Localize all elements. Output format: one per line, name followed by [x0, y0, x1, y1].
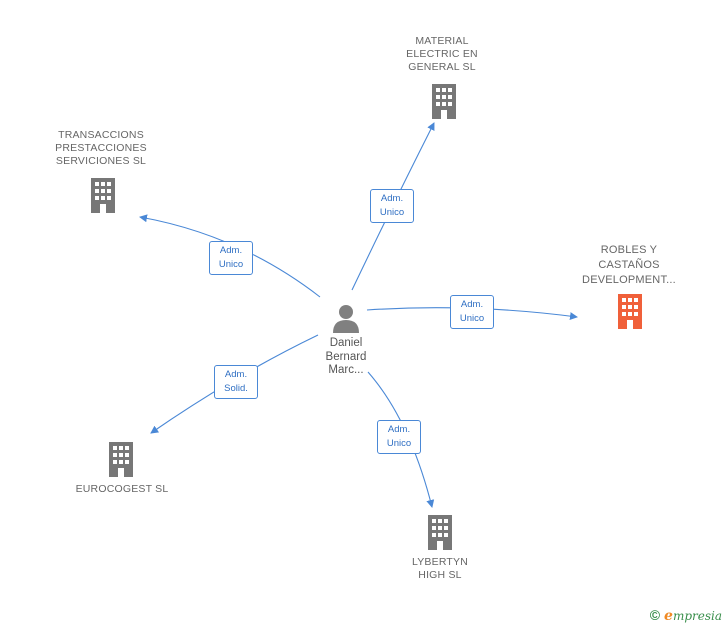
brand-logo-initial: e [664, 608, 673, 624]
role-badge-transaccions: Adm. Unico [209, 241, 253, 275]
footer-brand: ©empresia [650, 607, 722, 624]
company-name-robles[interactable]: ROBLES Y CASTAÑOS DEVELOPMENT... [582, 244, 676, 286]
building-icon[interactable] [429, 84, 459, 119]
company-name-transaccions[interactable]: TRANSACCIONS PRESTACCIONES SERVICIONES S… [55, 129, 147, 167]
building-icon[interactable] [613, 294, 647, 329]
role-badge-robles: Adm. Unico [450, 295, 494, 329]
role-badge-lybertyn: Adm. Unico [377, 420, 421, 454]
company-name-eurocogest[interactable]: EUROCOGEST SL [75, 483, 169, 495]
building-icon[interactable] [88, 178, 118, 213]
building-icon[interactable] [106, 442, 136, 477]
person-name[interactable]: Daniel Bernard Marc... [325, 337, 367, 376]
person-icon[interactable] [331, 303, 361, 333]
company-name-lybertyn[interactable]: LYBERTYN HIGH SL [411, 556, 469, 581]
role-badge-material: Adm. Unico [370, 189, 414, 223]
building-icon[interactable] [425, 515, 455, 550]
role-badge-eurocogest: Adm. Solid. [214, 365, 258, 399]
company-name-material[interactable]: MATERIAL ELECTRIC EN GENERAL SL [406, 35, 478, 73]
brand-logo-text: mpresia [672, 609, 722, 623]
copyright-symbol: © [649, 607, 661, 623]
